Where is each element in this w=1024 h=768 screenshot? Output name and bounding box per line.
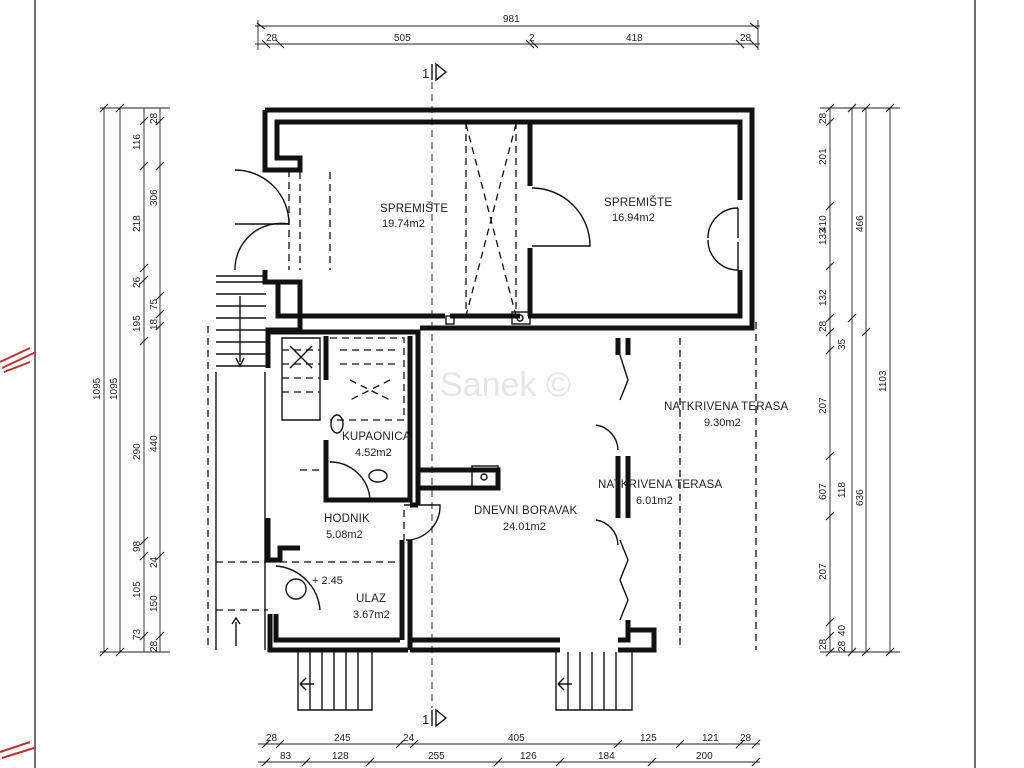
top-dim-2: 505 [394, 33, 411, 44]
left-dimensions: 1095 1095 195 290 98 105 73 116 218 26 4… [92, 103, 170, 657]
svg-text:28: 28 [149, 112, 160, 124]
svg-text:245: 245 [334, 733, 351, 744]
svg-text:405: 405 [508, 733, 525, 744]
room-area-living-room: 24.01m2 [503, 521, 546, 533]
room-area-storage-1: 19.74m2 [382, 218, 425, 230]
svg-text:1: 1 [422, 712, 429, 727]
svg-text:150: 150 [149, 595, 160, 612]
svg-text:218: 218 [132, 215, 143, 232]
svg-text:28: 28 [818, 112, 829, 124]
right-dim-466: 466 [855, 215, 866, 232]
svg-text:28: 28 [266, 733, 278, 744]
watermark: Sanek © [440, 366, 571, 404]
svg-text:75: 75 [149, 298, 160, 310]
svg-text:440: 440 [149, 435, 160, 452]
svg-text:207: 207 [818, 563, 829, 580]
svg-text:290: 290 [132, 443, 143, 460]
svg-text:28: 28 [818, 320, 829, 332]
svg-text:18: 18 [149, 318, 160, 330]
svg-text:132: 132 [818, 289, 829, 306]
right-dim-607: 607 [818, 483, 829, 500]
svg-text:125: 125 [640, 733, 657, 744]
svg-text:118: 118 [837, 482, 848, 498]
svg-text:195: 195 [132, 315, 143, 332]
top-overall-dim: 981 [503, 14, 520, 25]
top-dim-5: 28 [740, 33, 752, 44]
svg-text:98: 98 [132, 540, 143, 552]
top-dim-3: 2 [529, 33, 535, 44]
room-name-entrance: ULAZ [356, 593, 386, 605]
svg-text:116: 116 [132, 134, 143, 150]
svg-text:28: 28 [740, 733, 752, 744]
room-area-hallway: 5.08m2 [326, 529, 363, 541]
svg-text:128: 128 [332, 751, 349, 762]
svg-text:24: 24 [149, 556, 160, 568]
room-area-entrance: 3.67m2 [353, 609, 390, 621]
svg-text:126: 126 [520, 751, 537, 762]
elevation-label: + 2.45 [312, 575, 343, 587]
left-dim-outer: 1095 [92, 377, 103, 400]
top-dim-4: 418 [626, 33, 643, 44]
svg-text:184: 184 [598, 751, 615, 762]
svg-text:35: 35 [837, 338, 848, 350]
top-dimensions: 981 28 505 2 418 28 [255, 14, 760, 50]
room-labels: SPREMIŠTE 19.74m2 SPREMIŠTE 16.94m2 NATK… [312, 196, 789, 621]
room-name-terrace-2: NATKRIVENA TERASA [598, 479, 723, 491]
exterior-walls [262, 107, 755, 653]
top-dim-1: 28 [266, 33, 278, 44]
svg-text:1: 1 [422, 66, 429, 81]
right-dimensions: 28 201 133 132 28 35 207 118 207 28 40 2… [818, 103, 900, 657]
svg-text:40: 40 [837, 624, 848, 636]
room-area-bathroom: 4.52m2 [355, 447, 392, 459]
svg-text:73: 73 [132, 628, 143, 640]
svg-text:306: 306 [149, 189, 160, 206]
room-name-bathroom: KUPAONICA [342, 431, 411, 443]
room-name-storage-2: SPREMIŠTE [604, 196, 672, 209]
room-name-terrace-1: NATKRIVENA TERASA [664, 401, 789, 413]
bottom-dimensions: 28 245 24 405 125 121 28 83 128 255 126 … [258, 733, 761, 767]
left-dim-second: 1095 [109, 377, 120, 400]
svg-text:200: 200 [696, 751, 713, 762]
svg-text:26: 26 [132, 276, 143, 288]
svg-text:28: 28 [149, 640, 160, 652]
section-marker-top: 1 [422, 62, 448, 82]
section-marker-bottom: 1 [422, 708, 448, 728]
room-name-storage-1: SPREMIŠTE [380, 202, 448, 215]
svg-text:105: 105 [132, 581, 143, 598]
svg-text:121: 121 [702, 733, 719, 744]
right-dim-636: 636 [855, 489, 866, 506]
right-dim-outer: 1103 [878, 370, 889, 392]
svg-text:133: 133 [818, 228, 829, 245]
svg-text:83: 83 [280, 751, 292, 762]
binder-clip-icon [0, 347, 37, 759]
room-area-terrace-2: 6.01m2 [636, 495, 673, 507]
svg-text:24: 24 [403, 733, 415, 744]
right-dim-410: 410 [818, 215, 829, 232]
svg-text:28: 28 [837, 640, 848, 652]
svg-text:207: 207 [818, 397, 829, 414]
svg-text:255: 255 [428, 751, 445, 762]
room-area-storage-2: 16.94m2 [612, 212, 655, 224]
interior-details [207, 122, 757, 711]
room-area-terrace-1: 9.30m2 [704, 417, 741, 429]
room-name-hallway: HODNIK [324, 513, 370, 525]
room-name-living-room: DNEVNI BORAVAK [474, 505, 577, 517]
svg-text:28: 28 [818, 638, 829, 650]
svg-text:201: 201 [818, 148, 829, 165]
